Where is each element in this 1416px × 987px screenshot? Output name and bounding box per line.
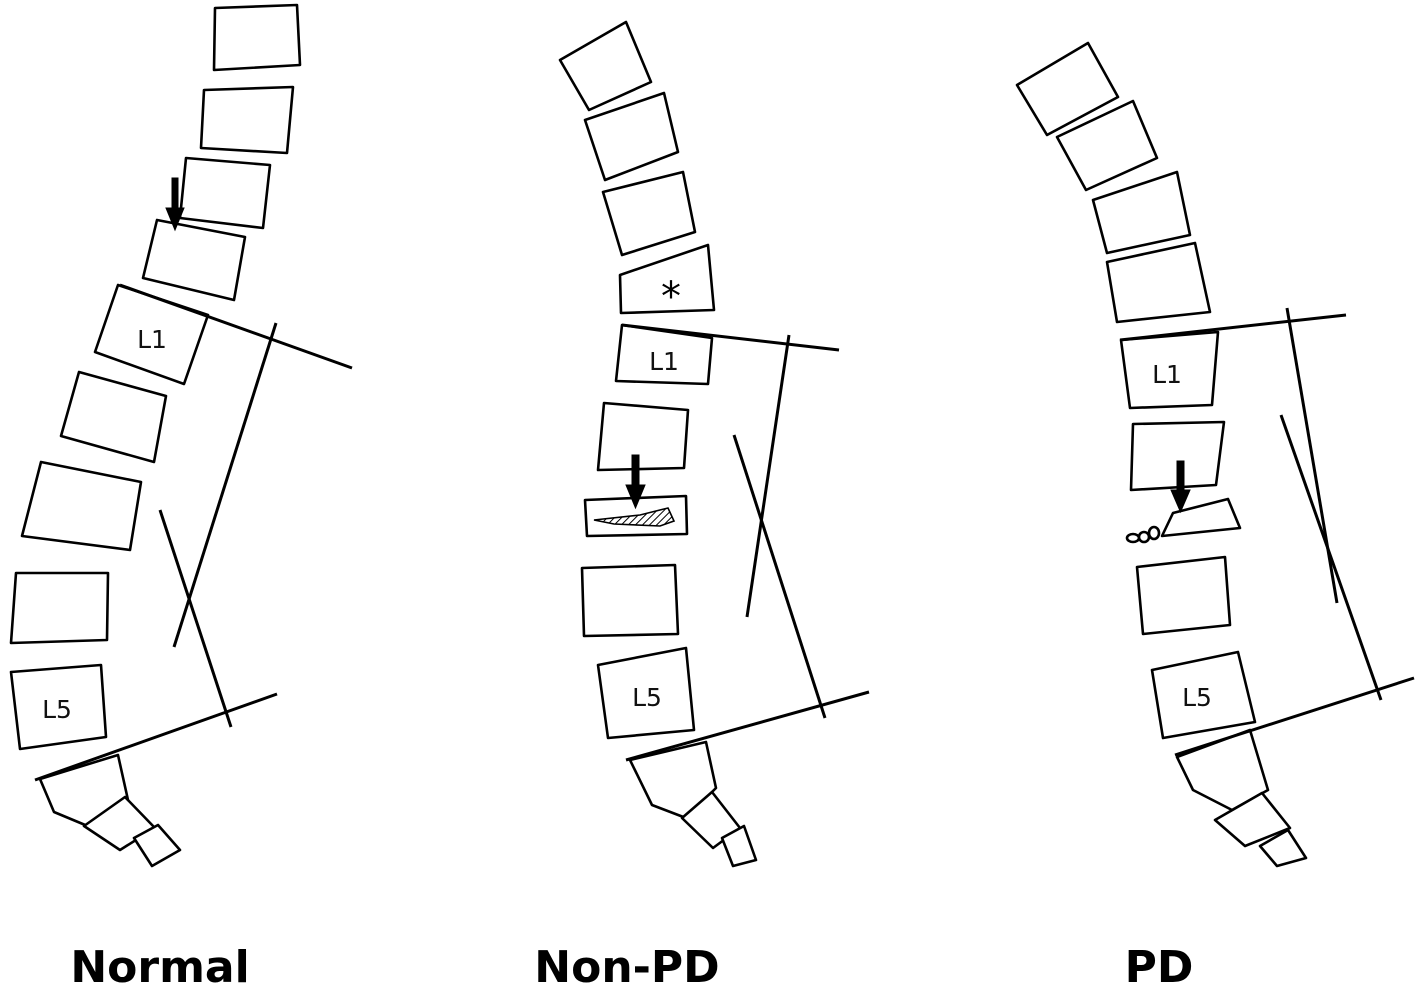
pd-vertebra-t12 bbox=[1091, 170, 1192, 255]
normal-l1-endplate-line bbox=[119, 283, 353, 370]
pd-bone-fragments bbox=[1125, 525, 1161, 544]
panel-non-pd: * L1 L5 Non-PD bbox=[534, 20, 870, 987]
non-pd-upper-perpendicular bbox=[745, 334, 791, 618]
pd-angle-lines bbox=[1119, 307, 1415, 757]
non-pd-angle-lines bbox=[621, 323, 870, 762]
pd-fragment-2 bbox=[1137, 530, 1151, 544]
panel-normal: L1 L5 Normal bbox=[9, 3, 353, 987]
pd-s1-endplate-line bbox=[1174, 676, 1415, 757]
non-pd-l5-label: L5 bbox=[632, 683, 662, 712]
non-pd-caption: Non-PD bbox=[534, 942, 719, 987]
pd-l5-label: L5 bbox=[1182, 683, 1212, 712]
pd-vertebra-l3-collapsed bbox=[1160, 497, 1242, 538]
non-pd-vertebra-t12 bbox=[601, 170, 697, 257]
pd-l1-label: L1 bbox=[1152, 360, 1182, 389]
non-pd-vertebra-l5 bbox=[596, 646, 696, 740]
pd-vertebra-l2 bbox=[1129, 420, 1226, 492]
normal-sacrum-3 bbox=[132, 823, 182, 868]
normal-vertebra-t12 bbox=[178, 156, 272, 230]
pd-fragment-1 bbox=[1125, 532, 1141, 544]
pd-sacrum-3 bbox=[1258, 828, 1308, 868]
pd-vertebra-l1 bbox=[1119, 330, 1220, 410]
pd-vertebra-t11 bbox=[1055, 99, 1159, 192]
pd-fragment-3 bbox=[1147, 525, 1161, 541]
non-pd-vertebra-l2 bbox=[596, 401, 690, 472]
normal-l5-label: L5 bbox=[42, 695, 72, 724]
normal-vertebra-l5 bbox=[9, 663, 108, 751]
normal-vertebra-t13 bbox=[141, 218, 247, 302]
non-pd-vertebra-t11 bbox=[583, 91, 680, 182]
pd-lower-perpendicular bbox=[1279, 414, 1383, 701]
normal-angle-lines bbox=[34, 283, 353, 782]
normal-s1-endplate-line bbox=[34, 692, 278, 782]
normal-vertebra-l3 bbox=[20, 460, 143, 552]
normal-l1-label: L1 bbox=[137, 325, 167, 354]
non-pd-vertebra-l1 bbox=[614, 323, 714, 386]
pd-vertebra-t10 bbox=[1015, 41, 1120, 137]
pd-vertebra-t13 bbox=[1105, 241, 1212, 324]
normal-vertebra-t11 bbox=[199, 85, 295, 155]
normal-vertebra-t10 bbox=[212, 3, 302, 72]
panel-pd: L1 L5 PD bbox=[1015, 41, 1415, 987]
normal-caption: Normal bbox=[70, 942, 249, 987]
pd-vertebrae bbox=[1015, 41, 1308, 868]
non-pd-s1-endplate-line bbox=[625, 690, 870, 762]
normal-vertebra-l4 bbox=[9, 571, 110, 645]
pd-down-arrow-icon bbox=[1170, 460, 1191, 514]
pd-vertebra-l5 bbox=[1150, 650, 1257, 740]
non-pd-sacrum-3 bbox=[720, 824, 758, 868]
non-pd-lower-perpendicular bbox=[732, 434, 827, 719]
pd-caption: PD bbox=[1125, 942, 1194, 987]
non-pd-vertebra-t13 bbox=[618, 243, 716, 315]
pd-l1-endplate-line bbox=[1119, 313, 1347, 342]
pd-vertebra-l4 bbox=[1135, 555, 1232, 636]
normal-down-arrow-icon bbox=[165, 177, 185, 232]
normal-vertebra-l2 bbox=[59, 370, 168, 464]
pd-sacrum-2 bbox=[1213, 791, 1292, 848]
non-pd-asterisk-marker: * bbox=[661, 274, 681, 320]
non-pd-hatched-lesion bbox=[593, 507, 676, 527]
non-pd-vertebra-t10 bbox=[558, 20, 653, 112]
non-pd-down-arrow-icon bbox=[625, 454, 646, 510]
non-pd-l1-endplate-line bbox=[621, 323, 840, 352]
non-pd-l1-label: L1 bbox=[649, 347, 679, 376]
normal-upper-perpendicular bbox=[172, 322, 278, 648]
normal-lower-perpendicular bbox=[158, 509, 233, 728]
non-pd-vertebrae bbox=[558, 20, 758, 868]
non-pd-vertebra-l4 bbox=[580, 563, 680, 638]
